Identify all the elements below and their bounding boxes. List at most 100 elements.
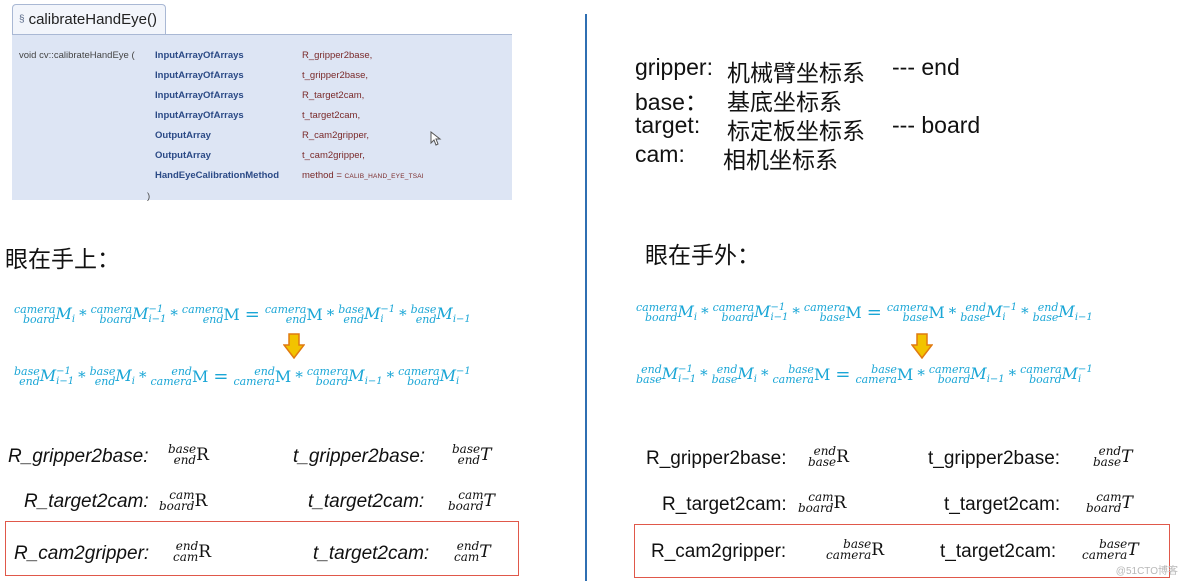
frame-superscript: end [175, 539, 199, 553]
mapping-label: t_target2cam: [313, 543, 430, 564]
matrix-symbol: M [306, 305, 322, 324]
matrix-subscript: i [131, 375, 135, 387]
frame-superscript: camera [398, 364, 440, 378]
heading-eye-to-hand: 眼在手外： [645, 243, 760, 269]
frame-subscript: board [99, 312, 133, 326]
param-name: t_cam2gripper, [302, 150, 365, 161]
api-title: calibrateHandEye() [28, 11, 157, 28]
param-name: R_cam2gripper, [302, 130, 370, 141]
matrix-inverse: −1 [148, 303, 164, 315]
mouse-cursor-icon [430, 131, 442, 146]
frame-superscript: cam [458, 488, 484, 502]
mapping-label: t_target2cam: [940, 541, 1057, 562]
matrix-letter: M [348, 366, 365, 385]
times-operator: * [1008, 365, 1017, 384]
frame-superscript: camera [90, 302, 133, 316]
frame-superscript: cam [169, 488, 195, 502]
frame-subscript: cam [173, 550, 199, 564]
matrix-subscript: i−1 [678, 373, 697, 385]
frame-subscript: end [415, 312, 437, 326]
frame-superscript: end [965, 300, 987, 314]
legend-term: target: [635, 112, 701, 138]
times-operator: * [917, 365, 925, 384]
mapping-label: R_gripper2base: [8, 446, 149, 467]
frame-superscript: cam [808, 490, 834, 504]
times-operator: * [170, 305, 178, 324]
frame-subscript: board [315, 374, 349, 388]
frame-subscript: base [960, 310, 987, 324]
frame-subscript: end [457, 453, 481, 467]
legend-alias: --- board [892, 112, 981, 138]
frame-superscript: base [788, 362, 814, 376]
mapping-label: t_target2cam: [308, 491, 425, 512]
matrix-symbol: M [897, 365, 913, 384]
legend-term: gripper: [635, 54, 713, 80]
matrix-subscript: i [753, 373, 757, 385]
matrix-index: i [72, 305, 75, 325]
matrix-letter: M [1058, 302, 1075, 321]
matrix-letter: M [928, 302, 945, 322]
frame-superscript: camera [712, 300, 755, 314]
matrix-index: i [754, 365, 757, 385]
param-name: method = CALIB_HAND_EYE_TSAI [302, 170, 424, 181]
matrix-subscript: i [1002, 311, 1006, 323]
frame-subscript: camera [855, 372, 897, 386]
param-type: HandEyeCalibrationMethod [155, 170, 280, 181]
matrix-letter: M [439, 366, 457, 385]
frame-subscript: board [644, 310, 678, 324]
matrix-inverse [694, 303, 697, 313]
api-signature: void cv::calibrateHandEye ( InputArrayOf… [12, 34, 512, 202]
frame-subscript: base [819, 310, 846, 324]
times-operator: * [138, 367, 147, 386]
frame-subscript: end [285, 312, 307, 326]
legend-term: base： [635, 89, 708, 115]
matrix-inverse: −1 [456, 365, 471, 377]
times-operator: * [760, 365, 769, 384]
frame-superscript: end [641, 362, 662, 376]
frame-subscript: camera [772, 372, 814, 386]
matrix-inverse [754, 365, 757, 375]
frame-superscript: end [254, 364, 275, 378]
matrix-subscript: i−1 [770, 311, 789, 323]
down-arrow-icon [911, 333, 933, 359]
matrix-letter: M [132, 304, 149, 323]
legend-desc: 机械臂坐标系 [727, 60, 865, 86]
legend-term: cam: [635, 141, 685, 167]
matrix-subscript: i−1 [364, 375, 383, 387]
api-doc-box: § calibrateHandEye() void cv::calibrateH… [12, 4, 512, 202]
matrix-subscript: i−1 [452, 313, 471, 325]
matrix-letter: M [677, 302, 694, 321]
equals-operator: = [244, 304, 260, 325]
